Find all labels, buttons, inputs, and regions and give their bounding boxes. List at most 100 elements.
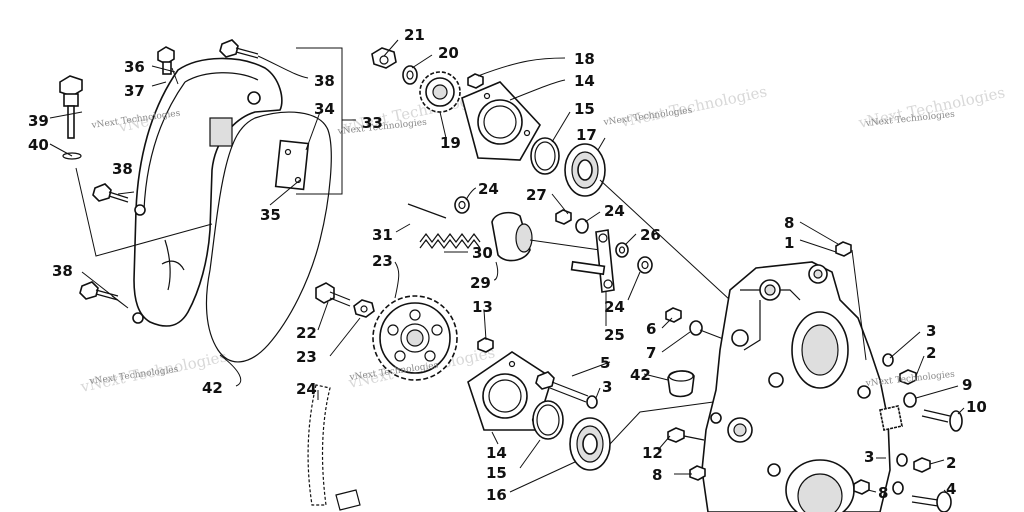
callout-32: 31	[372, 226, 393, 244]
washer-26-mid	[575, 218, 589, 234]
callout-8-mid: 8	[652, 466, 662, 484]
callout-25: 23	[372, 252, 393, 270]
callout-1: 1	[784, 234, 794, 252]
nut-13	[477, 337, 494, 353]
callout-12: 12	[642, 444, 663, 462]
seal-15-low	[532, 400, 564, 440]
bolt-38-low	[79, 281, 119, 301]
cover-boss	[247, 91, 261, 105]
stud-5	[535, 371, 589, 403]
chaincase-housing-1	[701, 261, 891, 512]
bolt-4	[911, 491, 952, 512]
seal-15-top	[530, 137, 560, 175]
callout-5: 5	[600, 354, 610, 372]
callout-21: 21	[404, 26, 425, 44]
tensioner-arm-27	[570, 229, 615, 293]
callout-14-low: 14	[486, 444, 507, 462]
nut-29	[555, 209, 572, 225]
bolt-2-low	[913, 457, 931, 473]
callout-9: 9	[962, 376, 972, 394]
gasket-41	[205, 111, 332, 363]
washer-28	[615, 242, 629, 258]
callout-15-top: 15	[574, 100, 595, 118]
callout-3-mid: 3	[602, 378, 612, 396]
callout-26-upper: 24	[478, 180, 499, 198]
callout-8-top: 8	[784, 214, 794, 232]
callout-labels: 36 37 39 40 38 38 38 34 33 35 42 21 20 1…	[28, 26, 987, 504]
callout-13: 13	[472, 298, 493, 316]
callout-35: 35	[260, 206, 281, 224]
nut-18	[467, 73, 484, 89]
callout-27: 25	[604, 326, 625, 344]
washer-26-low	[637, 256, 653, 274]
nut-21	[371, 47, 397, 69]
nut-6	[665, 307, 682, 323]
washer-3-upper	[882, 353, 894, 367]
cover-boss	[134, 204, 146, 216]
callout-15-low: 15	[486, 464, 507, 482]
callout-23: 23	[296, 348, 317, 366]
watermark-ghost: vNext Technologies	[618, 82, 768, 131]
washer-3-mid	[586, 395, 598, 409]
callout-31: 30	[472, 244, 493, 262]
callout-30: 29	[470, 274, 491, 292]
washer-3-low	[896, 453, 908, 467]
dipstick-39	[59, 75, 83, 160]
callout-6: 6	[646, 320, 656, 338]
pin-32	[407, 203, 447, 219]
callout-24: 24	[296, 380, 317, 398]
inspection-plate-34	[274, 139, 310, 191]
bearing-plate-14-top	[461, 81, 541, 161]
plug-42	[667, 370, 695, 398]
callout-38-mid: 38	[112, 160, 133, 178]
callout-16: 16	[486, 486, 507, 504]
nut-8-low	[853, 479, 870, 495]
bolt-22	[315, 282, 351, 307]
washer-23	[353, 299, 375, 318]
callout-14-top: 14	[574, 72, 595, 90]
cover-window	[209, 117, 233, 147]
callout-10: 10	[966, 398, 987, 416]
bolt-2-upper	[899, 369, 917, 385]
washer-26-upper	[454, 196, 470, 214]
screw-10	[879, 405, 963, 432]
callout-17: 17	[576, 126, 597, 144]
bearing-16	[569, 417, 611, 471]
callout-26-low: 24	[604, 298, 625, 316]
callout-7: 7	[646, 344, 656, 362]
callout-19: 19	[440, 134, 461, 152]
callout-38-top: 38	[314, 72, 335, 90]
washer-7	[689, 320, 703, 336]
callout-3-low: 3	[864, 448, 874, 466]
callout-41: 42	[202, 379, 223, 397]
sprocket-25	[372, 295, 458, 381]
outer-cover	[132, 57, 283, 327]
cover-boss	[132, 312, 144, 324]
chain-24	[307, 384, 361, 511]
callout-2-low: 2	[946, 454, 956, 472]
callout-18: 18	[574, 50, 595, 68]
callout-34: 34	[314, 100, 335, 118]
bearing-17	[564, 143, 606, 197]
callout-42: 42	[630, 366, 651, 384]
washer-20	[402, 65, 418, 85]
bolt-38-mid	[92, 183, 129, 203]
nut-8-mid	[689, 465, 706, 481]
callout-33: 33	[362, 114, 383, 132]
callout-2-upper: 2	[926, 344, 936, 362]
gear-19	[419, 71, 461, 113]
callout-37: 37	[124, 82, 145, 100]
washer-9	[903, 392, 917, 408]
callout-36: 36	[124, 58, 145, 76]
callout-40: 40	[28, 136, 49, 154]
callout-22: 22	[296, 324, 317, 342]
bolt-38-top	[219, 39, 259, 59]
roller-30	[491, 211, 533, 262]
callout-3-upper: 3	[926, 322, 936, 340]
leader-lines	[49, 39, 965, 497]
callout-20: 20	[438, 44, 459, 62]
callout-4: 4	[946, 480, 956, 498]
callout-28: 26	[640, 226, 661, 244]
callout-29: 27	[526, 186, 547, 204]
